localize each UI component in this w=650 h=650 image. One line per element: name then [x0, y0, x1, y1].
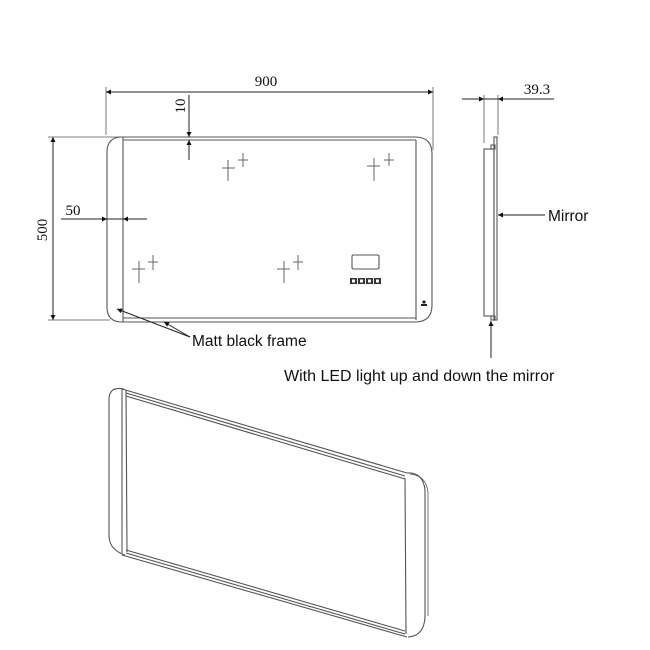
top-led-strip: [490, 144, 496, 150]
mirror-callout-label: Mirror: [548, 208, 588, 225]
side-view: [483, 136, 498, 321]
led-callout-label: With LED light up and down the mirror: [284, 368, 555, 385]
dimension-top-margin: 10: [173, 95, 192, 160]
led-callout: With LED light up and down the mirror: [284, 321, 555, 385]
clock-display: [351, 254, 380, 270]
iso-right-end: [406, 472, 426, 638]
dimension-depth: 39.3: [462, 82, 554, 143]
depth-dimension-label: 39.3: [524, 82, 550, 98]
mirror-callout: Mirror: [498, 208, 588, 225]
side-mirror-glass: [493, 136, 498, 321]
sparkle-icon: [132, 255, 158, 283]
isometric-view: [108, 387, 429, 638]
mirror-outline: [106, 136, 433, 323]
dimension-height: 500: [35, 136, 120, 321]
sparkle-icon: [277, 255, 303, 283]
frame-width-dimension-label: 50: [66, 203, 81, 219]
bottom-led-strip: [490, 315, 496, 321]
front-view: [106, 136, 433, 323]
sparkle-icon: [367, 153, 394, 181]
person-sensor-icon: [421, 300, 427, 306]
dimension-frame-width: 50: [61, 203, 147, 222]
width-dimension-label: 900: [255, 74, 278, 90]
touch-buttons: [350, 278, 381, 284]
dimension-width: 900: [105, 74, 434, 150]
height-dimension-label: 500: [35, 219, 51, 242]
top-margin-dimension-label: 10: [173, 99, 189, 114]
iso-left-end: [108, 387, 126, 556]
frame-callout-label: Matt black frame: [192, 333, 307, 350]
sparkle-icon: [222, 153, 248, 181]
frame-callout: Matt black frame: [116, 308, 307, 350]
side-frame-body: [483, 148, 495, 317]
